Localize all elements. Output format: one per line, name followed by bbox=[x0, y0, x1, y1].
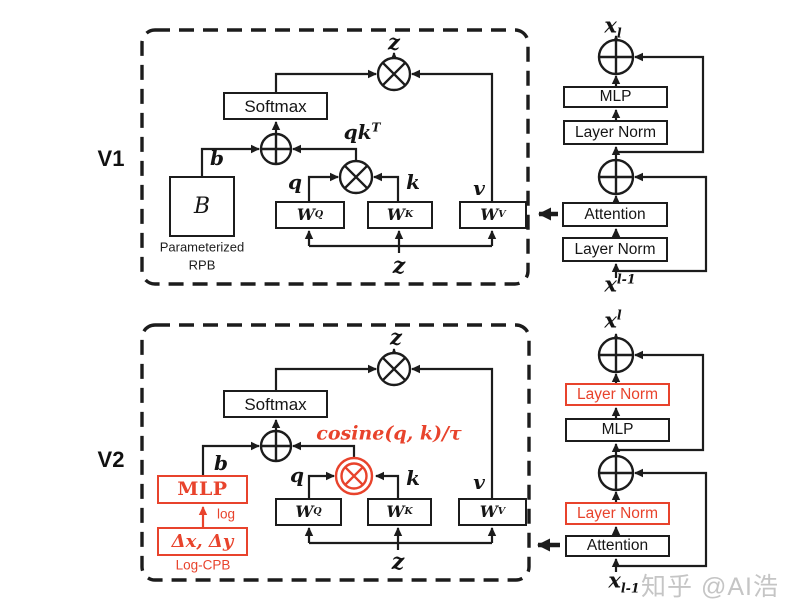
block-v2-layernorm-top-box: Layer Norm bbox=[565, 383, 670, 406]
v2-module-frame bbox=[140, 323, 531, 582]
v1-softmax-box: Softmax bbox=[223, 92, 328, 120]
block-v2-output-label: xl bbox=[604, 307, 622, 333]
v1-v-label: v bbox=[473, 176, 485, 200]
block-v2-add-operator-top-icon bbox=[597, 336, 635, 374]
v2-output-var-label: z bbox=[390, 324, 402, 350]
v1-connectors bbox=[200, 52, 497, 253]
block-v1-output-base: x bbox=[604, 12, 617, 38]
block-v1-input-base: x bbox=[604, 271, 617, 297]
v2-v-label: v bbox=[473, 470, 485, 494]
v1-wv-base: W bbox=[480, 205, 499, 224]
v2-k-label: k bbox=[406, 466, 420, 490]
block-v1-attention-box: Attention bbox=[562, 202, 668, 227]
v1-k-label: k bbox=[406, 170, 420, 194]
v1-bias-matrix-box: B bbox=[169, 176, 235, 237]
v2-q-label: q bbox=[290, 463, 304, 487]
v1-label: V1 bbox=[97, 146, 125, 171]
v1-caption-line1: Parameterized bbox=[159, 239, 245, 255]
v1-multiply-output-operator-icon bbox=[376, 56, 412, 92]
v1-qkt-label: qkT bbox=[343, 120, 381, 144]
block-v1-output-sub: l bbox=[616, 25, 622, 41]
v2-scaled-cosine-operator-icon bbox=[334, 456, 374, 496]
block-v1-layernorm-bottom-box: Layer Norm bbox=[562, 237, 668, 262]
block-v2-input-base: x bbox=[608, 567, 621, 593]
v1-wq-base: W bbox=[296, 205, 315, 224]
v1-qkt-sup: T bbox=[371, 120, 381, 135]
v2-delta-box: Δx, Δy bbox=[157, 527, 248, 556]
block-v1-layernorm-top-box: Layer Norm bbox=[563, 120, 668, 145]
block-v2-output-sup: l bbox=[616, 307, 622, 323]
block-v2-add-operator-bottom-icon bbox=[597, 454, 635, 492]
v2-input-var-label: z bbox=[391, 549, 405, 575]
v1-multiply-qk-operator-icon bbox=[338, 159, 374, 195]
v1-add-operator-icon bbox=[259, 132, 293, 166]
block-v1-connectors bbox=[611, 35, 708, 278]
block-v2-input-label: xl-1 bbox=[608, 567, 639, 595]
block-v1-input-label: xl-1 bbox=[604, 271, 636, 297]
v2-wk-base: W bbox=[386, 502, 405, 521]
block-v2-layernorm-bottom-box: Layer Norm bbox=[565, 502, 670, 525]
v1-b-label: b bbox=[210, 146, 224, 170]
block-v1-input-sup: l-1 bbox=[616, 271, 636, 287]
block-v1-mlp-box: MLP bbox=[563, 86, 668, 108]
v2-log-label: log bbox=[216, 506, 236, 522]
block-v1-output-label: xl bbox=[604, 12, 621, 40]
v2-connectors bbox=[201, 348, 497, 550]
block-v2-input-sub: l-1 bbox=[620, 580, 640, 596]
block-v1-add-operator-top-icon bbox=[597, 38, 635, 76]
v2-b-label: b bbox=[214, 451, 228, 475]
watermark: 知乎 @AI浩 bbox=[641, 573, 779, 601]
v2-logcpb-caption: Log-CPB bbox=[175, 557, 231, 573]
v1-qkt-base: qk bbox=[343, 120, 372, 144]
v2-label: V2 bbox=[97, 447, 125, 472]
v1-q-label: q bbox=[288, 170, 302, 194]
block-v1-add-operator-bottom-icon bbox=[597, 158, 635, 196]
v1-input-var-label: z bbox=[392, 253, 406, 279]
v2-wq-base: W bbox=[295, 502, 314, 521]
v1-output-var-label: z bbox=[388, 29, 400, 55]
v2-mlp-box: MLP bbox=[157, 475, 248, 504]
v2-multiply-output-operator-icon bbox=[376, 351, 412, 387]
block-v2-attention-box: Attention bbox=[565, 535, 670, 557]
v2-softmax-box: Softmax bbox=[223, 390, 328, 418]
block-v2-output-base: x bbox=[604, 307, 617, 333]
v2-wv-base: W bbox=[479, 502, 498, 521]
v2-add-operator-icon bbox=[259, 429, 293, 463]
v1-caption-line2: RPB bbox=[188, 257, 216, 273]
v2-cosine-label: cosine(q, k)/τ bbox=[316, 422, 462, 445]
v1-module-frame bbox=[140, 28, 530, 286]
block-v2-mlp-box: MLP bbox=[565, 418, 670, 442]
block-v2-connectors bbox=[611, 333, 708, 572]
v1-wk-base: W bbox=[386, 205, 405, 224]
